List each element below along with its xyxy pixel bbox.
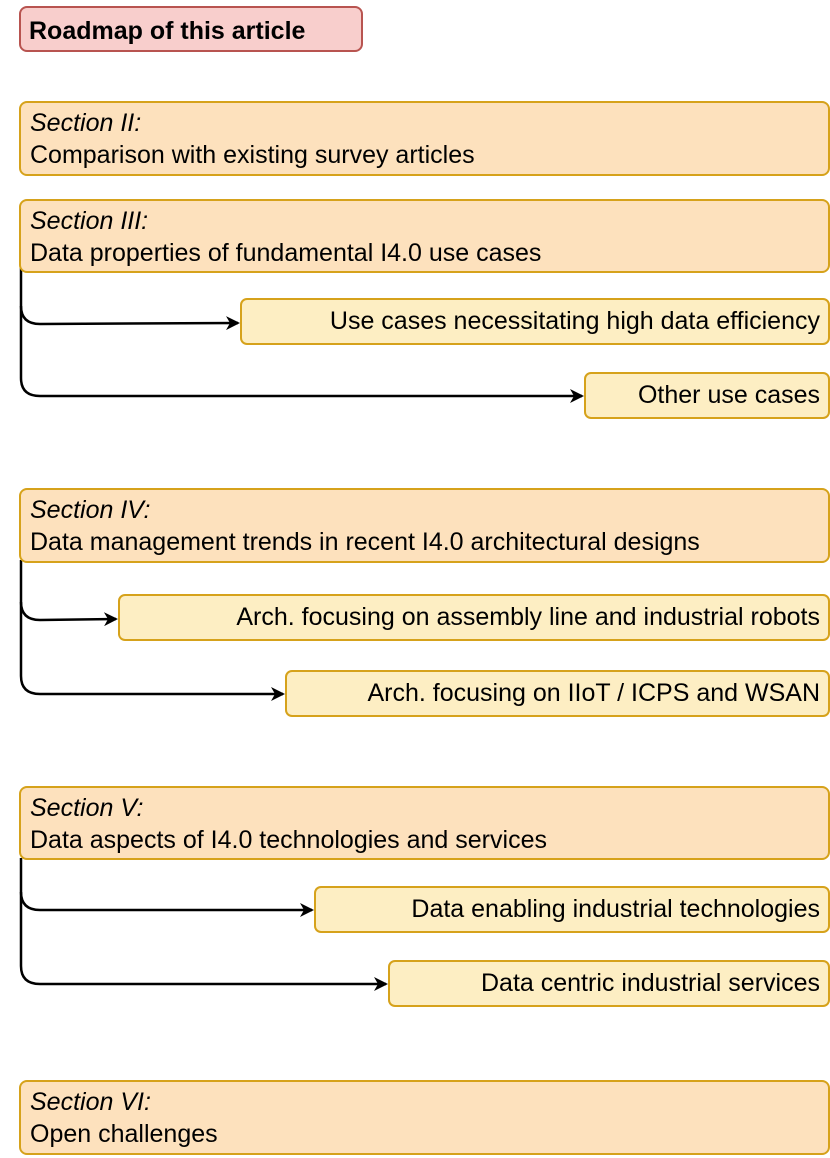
section-ii-label: Section II: [30,109,142,137]
subsection-data-enabling-technologies: Data enabling industrial technologies [314,886,830,933]
subsection-data-centric-services: Data centric industrial services [388,960,830,1007]
subsection-use-cases-high-efficiency: Use cases necessitating high data effici… [240,298,830,345]
section-vi-box: Section VI: Open challenges [19,1080,830,1155]
section-iii-text: Data properties of fundamental I4.0 use … [30,239,542,267]
section-ii-box: Section II: Comparison with existing sur… [19,101,830,176]
section-vi-text: Open challenges [30,1120,218,1148]
section-iii-label: Section III: [30,207,149,235]
section-iii-box: Section III: Data properties of fundamen… [19,199,830,273]
section-v-text: Data aspects of I4.0 technologies and se… [30,826,547,854]
connector-s4-1 [19,560,118,627]
subsection-other-use-cases: Other use cases [584,372,830,419]
section-v-box: Section V: Data aspects of I4.0 technolo… [19,786,830,860]
subsection-arch-iiot: Arch. focusing on IIoT / ICPS and WSAN [285,670,830,717]
subsection-arch-assembly-line: Arch. focusing on assembly line and indu… [118,594,830,641]
section-iv-box: Section IV: Data management trends in re… [19,488,830,563]
roadmap-title: Roadmap of this article [19,6,363,52]
section-iv-text: Data management trends in recent I4.0 ar… [30,528,700,556]
connector-s5-2 [19,892,388,991]
section-ii-text: Comparison with existing survey articles [30,141,475,169]
connector-s4-2 [19,602,285,701]
section-v-label: Section V: [30,794,144,822]
connector-s5-1 [19,858,314,917]
section-vi-label: Section VI: [30,1088,151,1116]
section-iv-label: Section IV: [30,496,151,524]
connector-s3-2 [19,306,584,403]
